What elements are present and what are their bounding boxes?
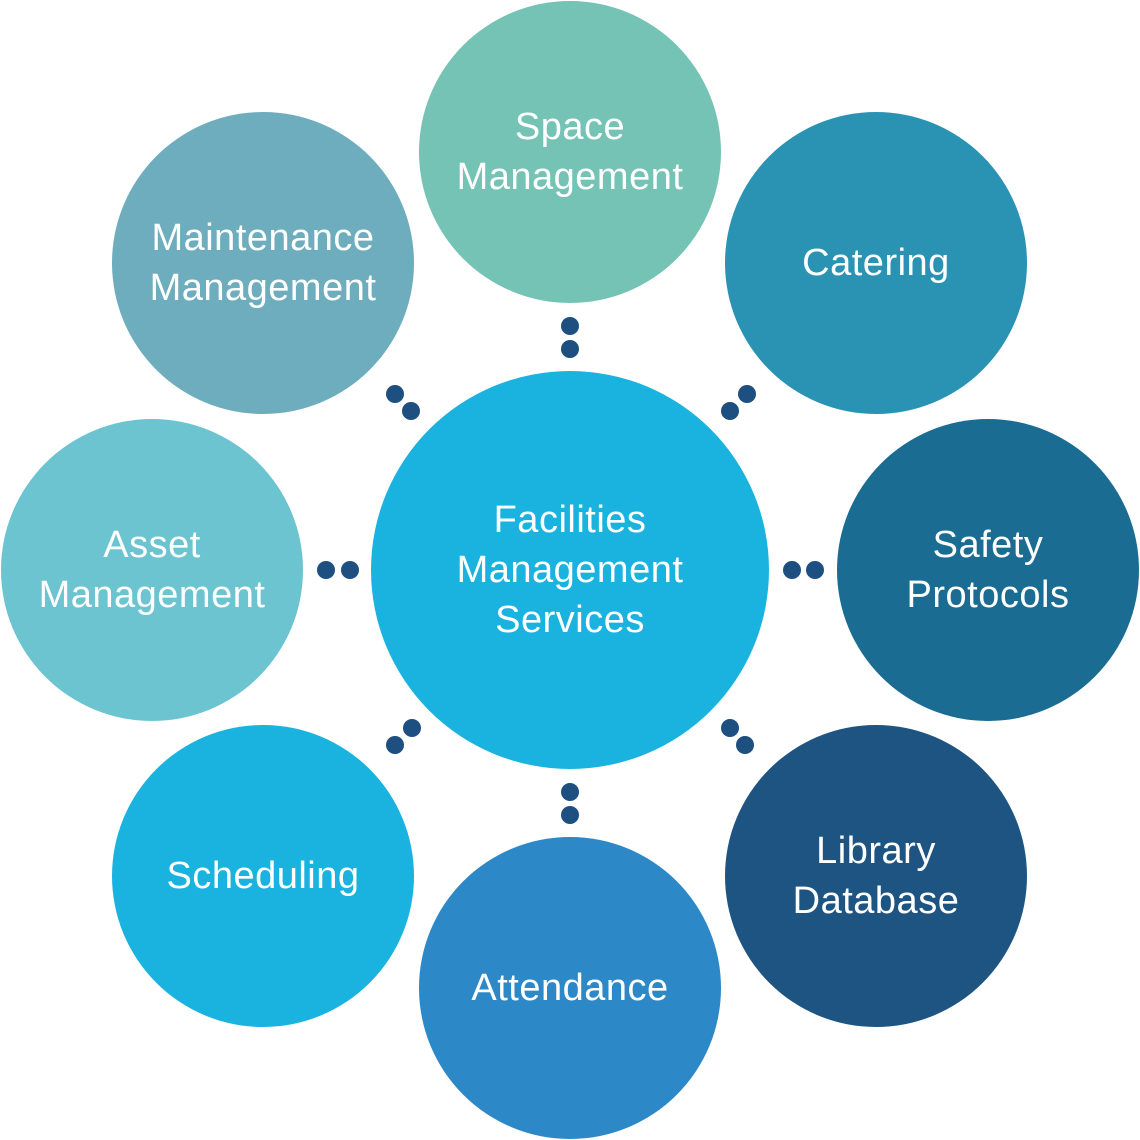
connector-dot (738, 385, 756, 403)
node-label-line: Catering (802, 242, 950, 284)
node-asset-management: Asset Management (1, 419, 303, 721)
hub-circle: Facilities Management Services (371, 371, 769, 769)
node-scheduling: Scheduling (112, 725, 414, 1027)
node-maintenance-management: Maintenance Management (112, 112, 414, 414)
node-label-line: Management (149, 267, 377, 309)
connector-dot (561, 806, 579, 824)
node-label-line: Management (38, 574, 266, 616)
node-catering: Catering (725, 112, 1027, 414)
connector-dot (561, 317, 579, 335)
node-label-line: Database (792, 880, 960, 922)
node-label-line: Attendance (471, 967, 669, 1009)
connector-dot (341, 561, 359, 579)
connector-dot (561, 783, 579, 801)
hub-label-line: Facilities (493, 499, 647, 541)
node-safety-protocols: Safety Protocols (837, 419, 1139, 721)
node-label-line: Scheduling (166, 855, 360, 897)
node-space-management: Space Management (419, 1, 721, 303)
connector-dot (386, 385, 404, 403)
connector-dot (403, 719, 421, 737)
connector-dot (386, 736, 404, 754)
node-attendance: Attendance (419, 837, 721, 1139)
node-label-line: Library (816, 830, 936, 872)
node-label-line: Maintenance (151, 217, 375, 259)
node-library-database: Library Database (725, 725, 1027, 1027)
hub-label-line: Services (495, 599, 645, 641)
connector-dot (806, 561, 824, 579)
node-label-line: Protocols (906, 574, 1070, 616)
connector-dot (317, 561, 335, 579)
connector-dot (721, 402, 739, 420)
connector-dot (783, 561, 801, 579)
connector-dot (736, 736, 754, 754)
connector-dot (721, 719, 739, 737)
node-label-line: Safety (932, 524, 1044, 566)
hub-label-line: Management (456, 549, 684, 591)
node-label-line: Asset (103, 524, 201, 566)
node-label-line: Management (456, 156, 684, 198)
connector-dot (402, 402, 420, 420)
node-label-line: Space (514, 106, 626, 148)
connector-dot (561, 340, 579, 358)
